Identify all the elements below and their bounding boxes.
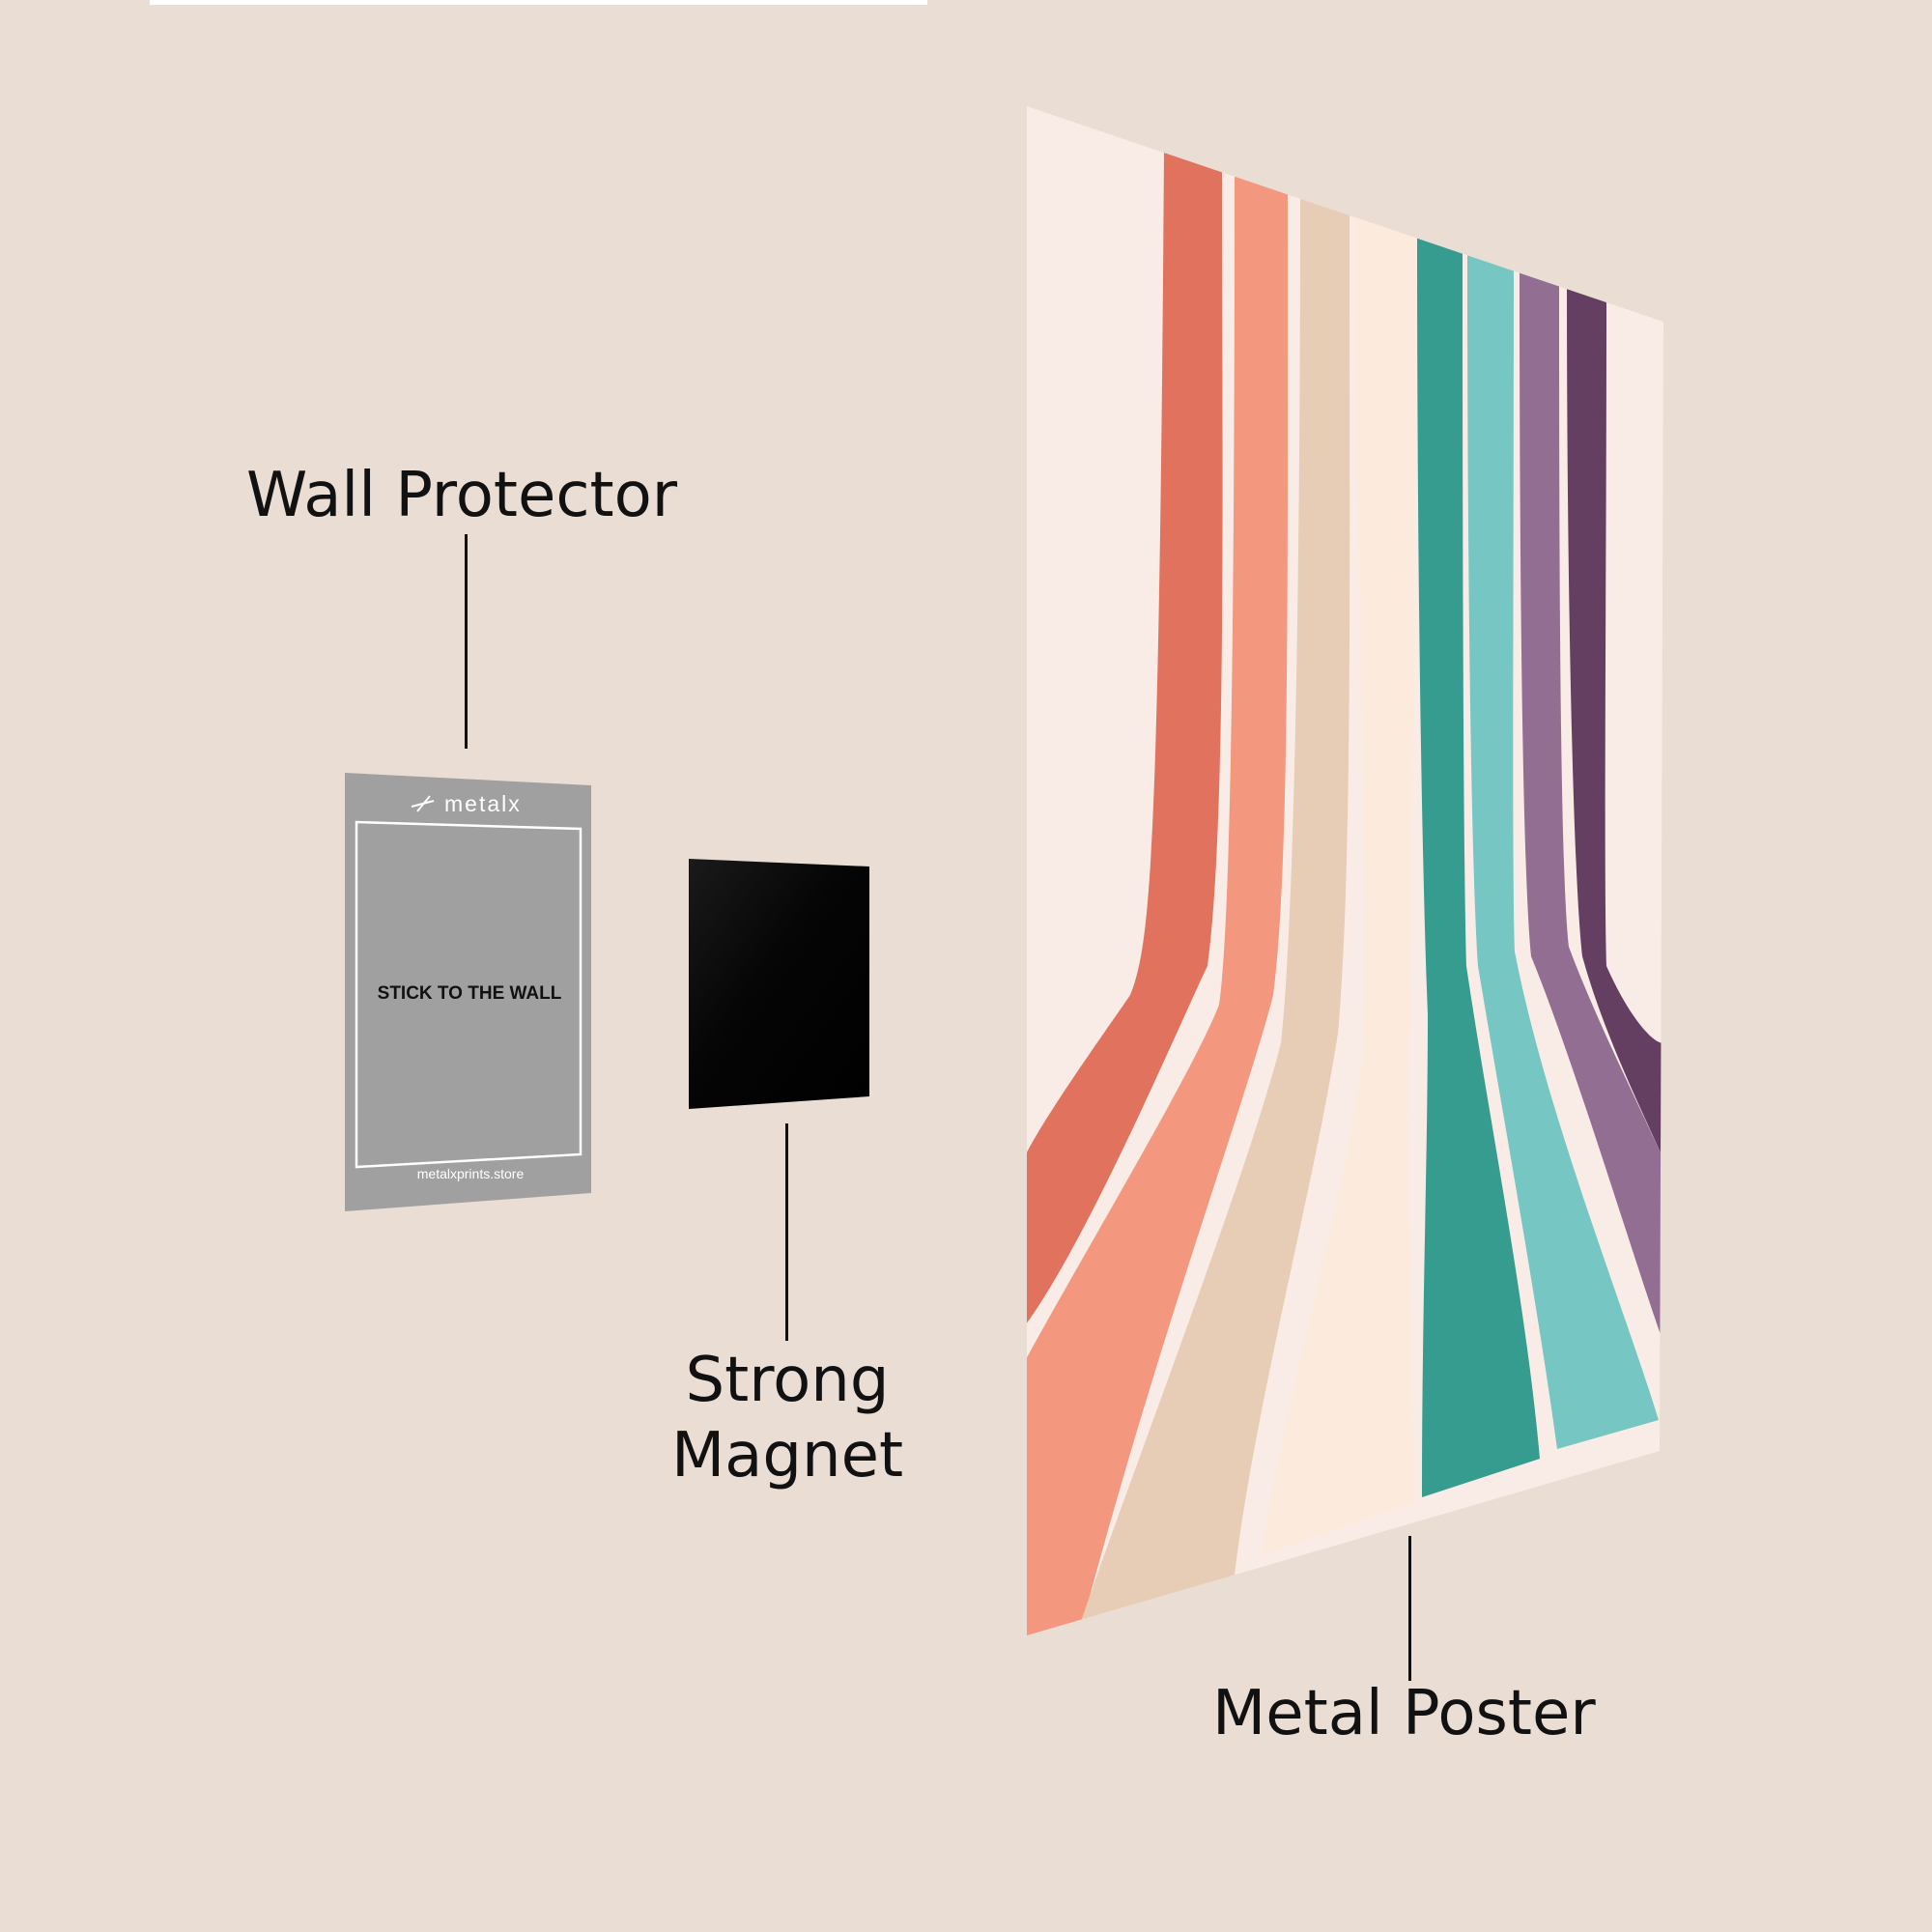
strong-magnet [689,859,869,1109]
poster-stripe [1467,253,1659,1449]
top-edge-strip [150,0,927,5]
poster-stripe [1261,213,1415,1555]
protector-brand: metalx [444,791,522,816]
poster-stripes [1027,150,1663,1635]
metalx-logo-icon [411,795,435,812]
poster-stripe [1567,285,1663,1159]
wall-protector-leader-line [465,534,468,749]
metal-poster-leader-line [1408,1536,1411,1681]
metal-poster-label: Metal Poster [1212,1678,1596,1749]
wall-protector-sheet [345,773,591,1211]
poster-stripe [1027,173,1289,1635]
wall-protector-label: Wall Protector [246,460,678,531]
wall-protector: metalx STICK TO THE WALL metalxprints.st… [345,773,591,1211]
protector-instruction: STICK TO THE WALL [378,983,562,1004]
poster-stripe [1077,194,1350,1633]
strong-magnet-label-line2: Magnet [670,1420,904,1492]
strong-magnet-label-line1: Strong [685,1345,890,1416]
poster-stripe [1520,270,1663,1343]
strong-magnet-leader-line [785,1123,788,1341]
strong-magnet-label: Strong Magnet [618,1343,956,1493]
poster-stripe [1417,236,1540,1497]
poster-stripe [1027,150,1223,1333]
wall-protector-border [355,820,582,1169]
protector-website: metalxprints.store [417,1166,525,1181]
metal-poster [1027,106,1663,1635]
